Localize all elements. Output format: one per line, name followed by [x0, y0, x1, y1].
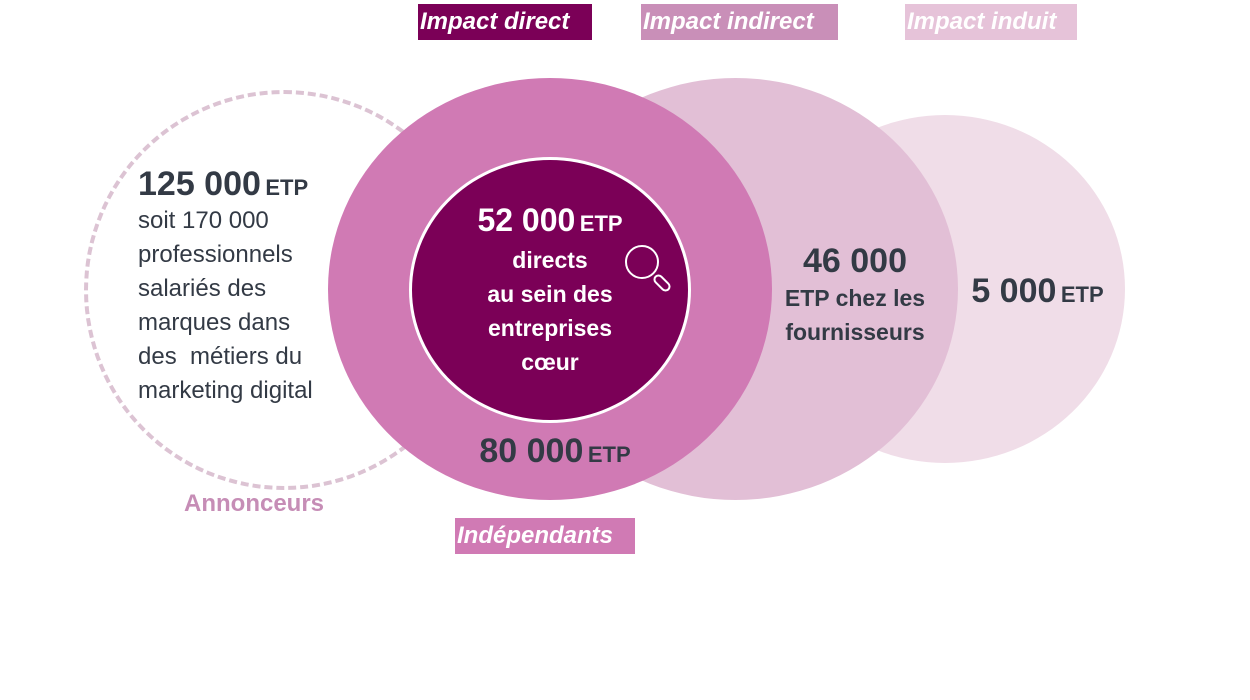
core-line: cœur [521, 349, 579, 375]
core-value: 52 000 [477, 202, 576, 238]
induit-unit: ETP [1060, 282, 1104, 307]
label-annonceurs: Annonceurs [184, 490, 325, 517]
core-circle [409, 157, 691, 423]
annonceurs-value: 125 000 [138, 165, 261, 203]
indirect-text: 46 000 ETP chez les fournisseurs [765, 242, 945, 349]
magnifier-icon [625, 245, 671, 292]
core-line: directs [512, 247, 588, 273]
tag-impact-indirect: Impact indirect [641, 4, 838, 40]
annonceurs-line: marketing digital [138, 377, 313, 404]
annonceurs-text: 125 000 ETP soit 170 000 professionnels … [138, 165, 313, 408]
annonceurs-line: salariés des [138, 275, 267, 302]
core-line: au sein des [487, 281, 613, 307]
indirect-value: 46 000 [803, 242, 907, 280]
annonceurs-line: des métiers du [138, 343, 303, 370]
induit-value: 5 000 [971, 272, 1057, 310]
indirect-line: fournisseurs [785, 319, 925, 345]
induit-text: 5 000 ETP [955, 272, 1120, 311]
tag-impact-induit: Impact induit [905, 4, 1077, 40]
core-line: entreprises [487, 315, 612, 341]
core-text: 52 000 ETP directs au sein des entrepris… [430, 202, 670, 379]
annonceurs-unit: ETP [265, 175, 309, 200]
independants-text: 80 000 ETP [440, 432, 670, 471]
independants-value: 80 000 [479, 432, 584, 470]
annonceurs-line: marques dans [138, 309, 291, 336]
core-unit: ETP [579, 211, 623, 236]
tag-independants: Indépendants [455, 518, 635, 554]
indirect-line: ETP chez les [784, 285, 926, 311]
tag-impact-direct: Impact direct [418, 4, 592, 40]
annonceurs-line: soit 170 000 [138, 207, 269, 234]
independants-unit: ETP [587, 442, 631, 467]
annonceurs-line: professionnels [138, 241, 293, 268]
